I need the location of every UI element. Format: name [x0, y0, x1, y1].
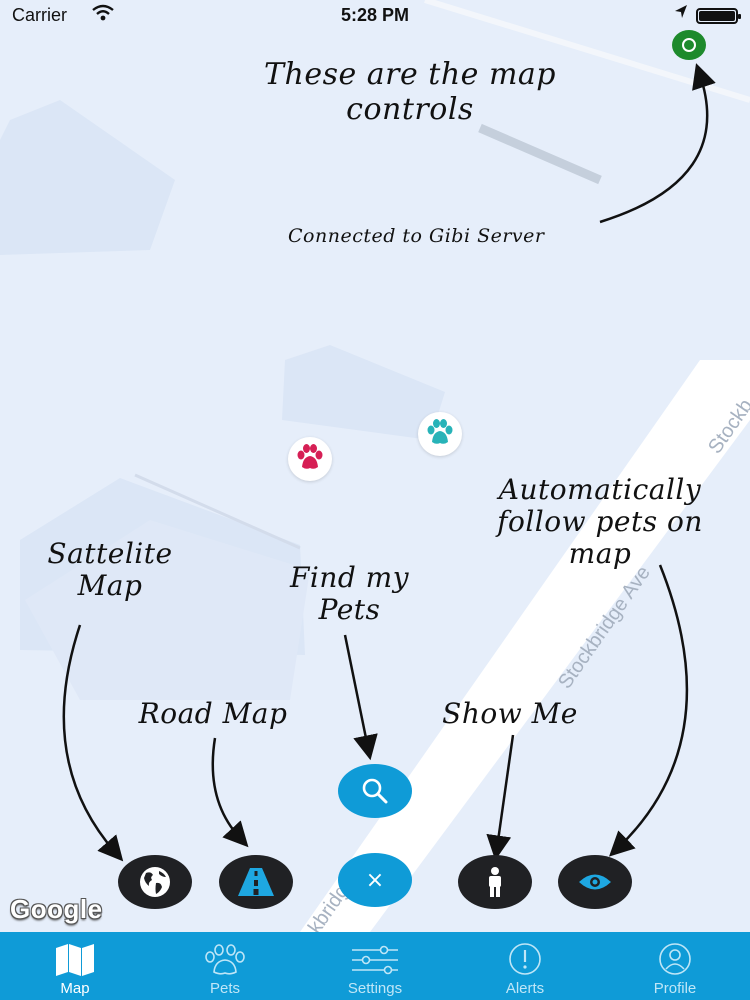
search-icon [362, 778, 388, 804]
location-arrow-icon [675, 5, 687, 18]
annotation-find-pets: Find my Pets [289, 561, 410, 627]
tab-label: Profile [653, 980, 697, 997]
tab-alerts[interactable]: Alerts [450, 932, 600, 1000]
globe-icon [140, 867, 170, 897]
server-connected-indicator[interactable] [672, 30, 706, 60]
profile-icon [659, 943, 691, 975]
map-road [134, 473, 301, 550]
tab-label: Settings [347, 980, 403, 997]
find-pets-button[interactable] [338, 764, 412, 818]
tab-label: Pets [209, 980, 240, 997]
close-controls-button[interactable]: × [338, 853, 412, 907]
person-icon [489, 867, 501, 897]
satellite-map-button[interactable] [118, 855, 192, 909]
tab-label: Alerts [505, 980, 545, 997]
tab-label: Map [60, 980, 90, 997]
eye-icon [579, 874, 611, 890]
tab-profile[interactable]: Profile [600, 932, 750, 1000]
annotation-road: Road Map [138, 697, 288, 730]
close-icon: × [365, 867, 385, 893]
road-map-button[interactable] [219, 855, 293, 909]
road-icon [238, 868, 274, 896]
annotation-satellite: Sattelite Map [47, 537, 173, 603]
tab-settings[interactable]: Settings [300, 932, 450, 1000]
tab-map[interactable]: Map [0, 932, 150, 1000]
pet-marker-red[interactable] [288, 437, 332, 481]
follow-pets-button[interactable] [558, 855, 632, 909]
paw-icon [205, 944, 245, 975]
map-road [478, 123, 602, 185]
clock: 5:28 PM [340, 5, 410, 25]
annotation-show-me: Show Me [442, 697, 578, 730]
google-logo: Google [10, 894, 103, 924]
wifi-icon [92, 4, 114, 21]
show-me-button[interactable] [458, 855, 532, 909]
alert-icon [509, 943, 541, 975]
paw-icon [427, 419, 453, 444]
status-bar: Carrier 5:28 PM [0, 0, 750, 30]
tab-pets[interactable]: Pets [150, 932, 300, 1000]
annotation-map-controls: These are the map controls [264, 57, 556, 127]
map-main-road [300, 360, 750, 932]
map-block [282, 345, 445, 440]
tab-bar: Map Pets Settings Alerts [0, 932, 750, 1000]
map-block [0, 100, 175, 255]
map-icon [56, 944, 94, 976]
pet-marker-teal[interactable] [418, 412, 462, 456]
battery-icon [696, 8, 741, 24]
carrier-label: Carrier [12, 5, 68, 25]
annotation-server: Connected to Gibi Server [288, 225, 545, 247]
sliders-icon [352, 945, 398, 975]
paw-icon [297, 444, 323, 469]
annotation-follow: Automatically follow pets on map [497, 473, 703, 571]
